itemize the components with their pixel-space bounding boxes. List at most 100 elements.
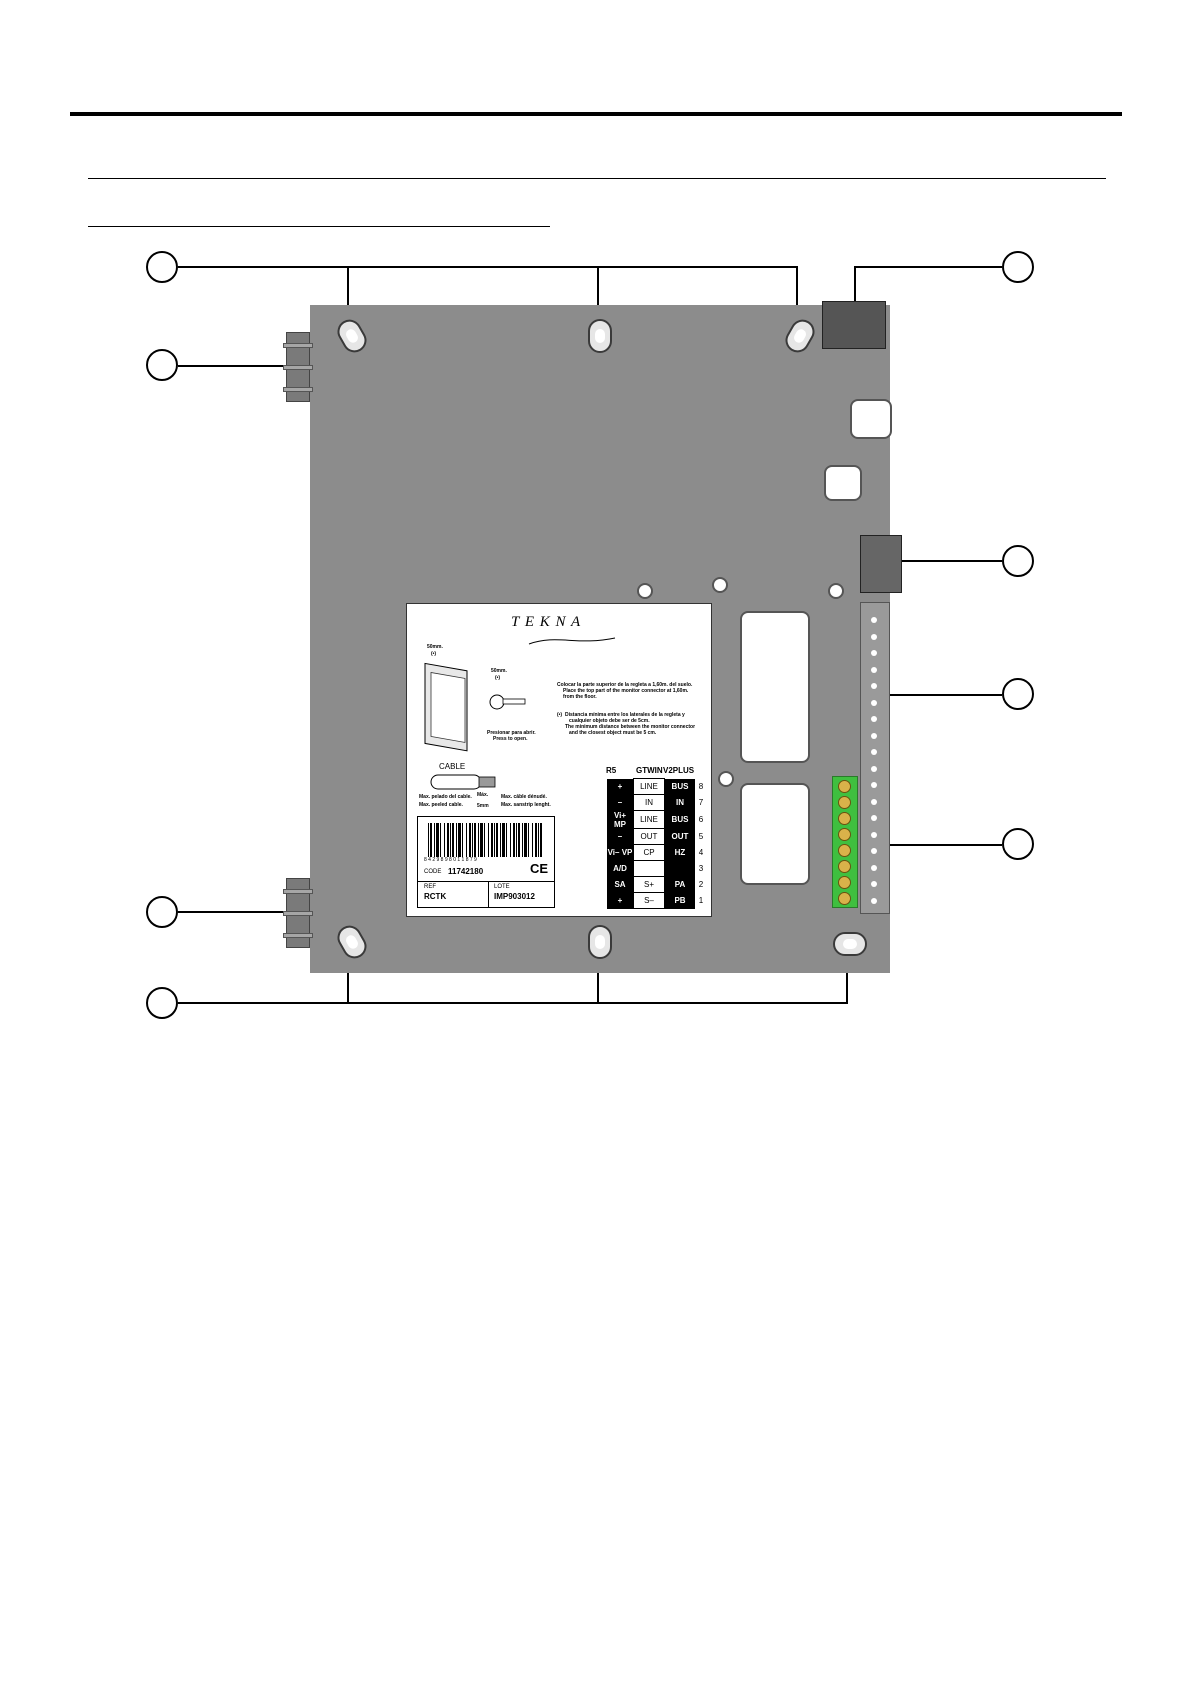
connector-pin: [871, 617, 877, 623]
callout-hinge-bottom: [146, 896, 178, 928]
leader-line: [845, 844, 1002, 846]
terminal-screw: [838, 844, 851, 857]
plate-hole: [637, 583, 653, 599]
terminal-screw: [838, 780, 851, 793]
gtwin-cell: S–: [633, 892, 665, 909]
barcode-bar: [480, 823, 483, 857]
ref-label: REF: [424, 884, 436, 890]
connector-pin: [871, 897, 877, 904]
connector-pin: [871, 666, 877, 673]
mounting-slot: [333, 921, 371, 963]
barcode-bar: [436, 823, 439, 857]
terminal-number: 8: [698, 782, 704, 791]
r5-cell: –: [607, 794, 634, 811]
r5-cell: A/D: [607, 860, 634, 877]
barcode-bar: [484, 823, 485, 857]
mounting-slot: [833, 932, 867, 956]
header-r5: R5: [606, 766, 617, 775]
cable-note-en: Max. peeled cable.: [419, 802, 463, 808]
cable-title: CABLE: [439, 762, 466, 771]
terminal-screw: [838, 828, 851, 841]
ref-value: RCTK: [424, 892, 447, 901]
connector-pin: [871, 815, 877, 821]
gtwin-cell: IN: [633, 794, 665, 811]
barcode: [428, 823, 542, 857]
barcode-bar: [538, 823, 539, 857]
code-label: CODE: [424, 869, 442, 875]
barcode-bar: [513, 823, 515, 857]
barcode-bar: [524, 823, 527, 857]
connector-pin: [871, 782, 877, 788]
barcode-bar: [535, 823, 537, 857]
callout-mounting-holes-bottom: [146, 987, 178, 1019]
callout-hinge-top: [146, 349, 178, 381]
subsection-rule: [88, 226, 550, 227]
leader-line: [854, 266, 1002, 268]
terminal-screw: [838, 812, 851, 825]
barcode-bar: [434, 823, 435, 857]
v2plus-cell: BUS: [664, 810, 695, 829]
header-v2plus: V2PLUS: [663, 766, 695, 775]
monitor-sketch: [424, 662, 526, 752]
callout-cable-opening: [1002, 678, 1034, 710]
terminal-number: 3: [698, 864, 704, 873]
barcode-bar: [496, 823, 498, 857]
barcode-bar: [494, 823, 495, 857]
top-rule: [70, 112, 1122, 116]
connector-pin: [871, 765, 877, 772]
dim-left-label: 50mm.: [427, 644, 443, 650]
note-distance-mark: (•): [557, 712, 563, 718]
note-distance-en-2: and the closest object must be 5 cm.: [569, 730, 657, 736]
v2plus-cell: [664, 860, 695, 877]
section-rule: [88, 178, 1106, 179]
gtwin-cell: LINE: [633, 810, 665, 829]
connector-pin: [871, 848, 877, 854]
connector-pin: [871, 831, 877, 838]
clip-window: [824, 465, 862, 501]
cable-opening-upper: [740, 611, 810, 763]
callout-top-clip: [1002, 251, 1034, 283]
barcode-bar: [516, 823, 517, 857]
connector-pin: [871, 749, 877, 755]
cable-sketch: [430, 774, 496, 790]
gtwin-cell: LINE: [633, 778, 665, 795]
connector-pin: [871, 864, 877, 871]
terminal-screw: [838, 876, 851, 889]
connector-pin: [871, 683, 877, 689]
callout-side-clip: [1002, 545, 1034, 577]
cable-dim: Máx.: [477, 792, 489, 798]
dim-right-label: 50mm.: [491, 668, 507, 674]
terminal-screw: [838, 796, 851, 809]
terminal-screw: [838, 860, 851, 873]
terminal-row: A/D 3: [607, 860, 707, 877]
terminal-block: [832, 776, 858, 908]
hinge-top: [283, 332, 313, 402]
note-height-es: Colocar la parte superior de la regleta …: [557, 682, 693, 688]
ref-lote-divider: [488, 881, 489, 907]
ce-mark: CE: [530, 861, 549, 876]
leader-line: [178, 365, 284, 367]
brand-logo: T E K N A: [511, 614, 582, 630]
terminal-number: 4: [698, 848, 704, 857]
r5-cell: SA: [607, 876, 634, 893]
plate-hole: [712, 577, 728, 593]
barcode-bar: [450, 823, 451, 857]
dim-right-mark: (•): [495, 675, 501, 681]
cable-opening-lower: [740, 783, 810, 885]
barcode-bar: [444, 823, 445, 857]
side-clip: [860, 535, 902, 593]
barcode-bar: [500, 823, 501, 857]
barcode-bar: [488, 823, 489, 857]
barcode-bar: [474, 823, 476, 857]
connector-pin: [871, 650, 877, 656]
gtwin-cell: S+: [633, 876, 665, 893]
hinge-bottom: [283, 878, 313, 948]
plate-hole: [718, 771, 734, 787]
barcode-bar: [528, 823, 529, 857]
